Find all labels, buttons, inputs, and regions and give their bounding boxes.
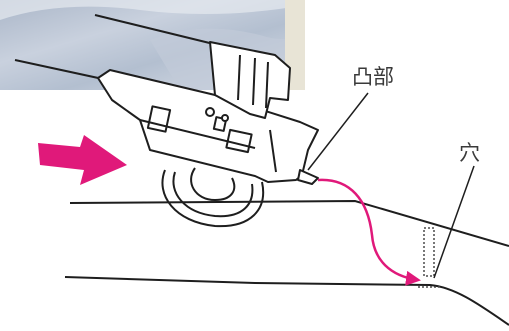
right-arrow-icon <box>38 135 127 185</box>
trigger-guard <box>162 168 263 226</box>
leader-lines <box>308 93 474 278</box>
label-hole: 穴 <box>459 143 480 164</box>
curved-arrow-icon <box>318 180 418 280</box>
label-protrusion: 凸部 <box>352 67 394 88</box>
stock-outline <box>65 201 509 325</box>
hole-marker <box>418 228 440 287</box>
